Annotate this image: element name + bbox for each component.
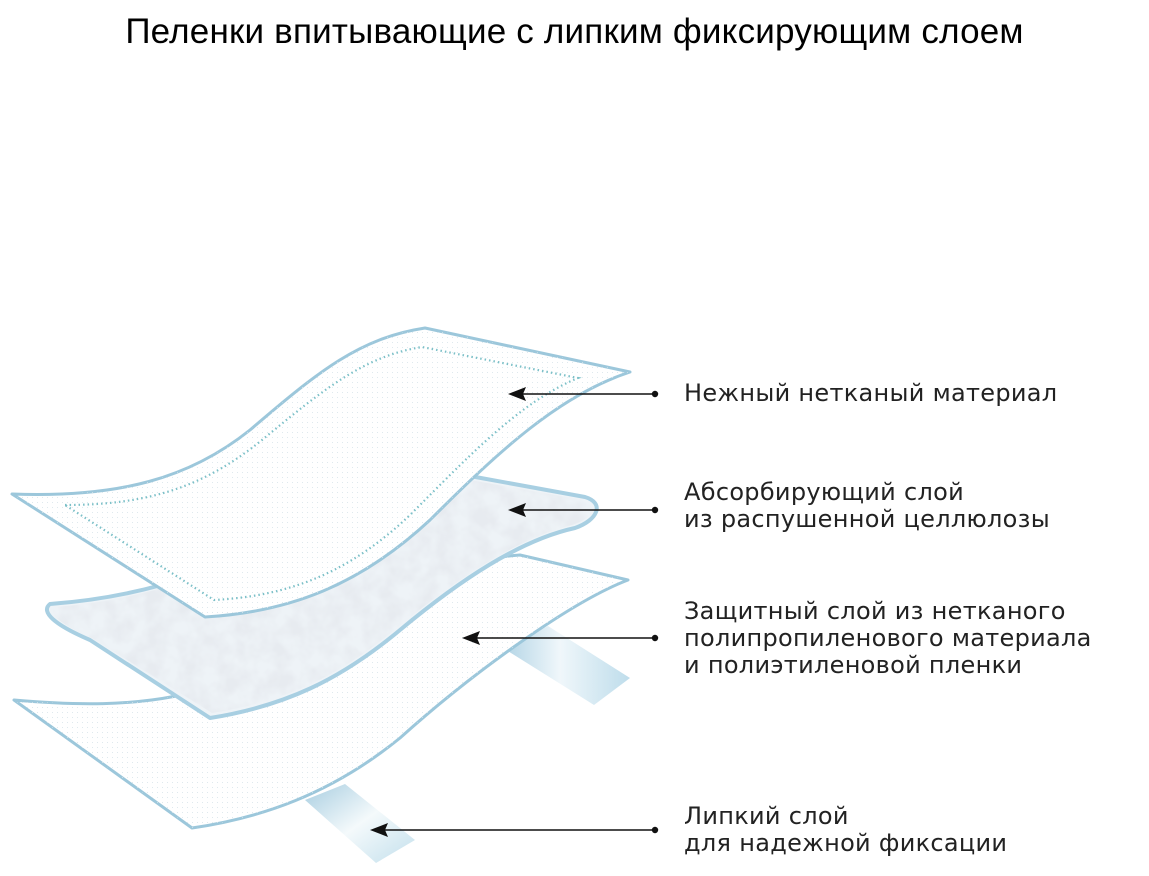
arrow-dot-absorbent	[651, 506, 659, 514]
adhesive-strip-lower	[305, 784, 415, 863]
arrow-dot-nonwoven	[651, 390, 659, 398]
label-line: полипропиленового материала	[684, 624, 1092, 652]
label-line: Липкий слой	[684, 802, 849, 830]
callout-arrows	[370, 387, 659, 837]
diagram-title: Пеленки впитывающие с липким фиксирующим…	[125, 12, 1024, 51]
arrow-head-absorbent	[508, 503, 526, 517]
label-nonwoven-material: Нежный нетканый материал	[684, 380, 1057, 407]
arrow-head-adhesive	[370, 823, 388, 837]
adhesive-strip-upper	[503, 626, 630, 705]
label-line: Нежный нетканый материал	[684, 379, 1058, 407]
arrow-head-protective	[462, 631, 480, 645]
label-absorbent-layer: Абсорбирующий слой из распушенной целлюл…	[684, 479, 1050, 533]
top-nonwoven-layer	[10, 326, 632, 619]
label-line: Защитный слой из нетканого	[684, 597, 1066, 625]
label-adhesive-layer: Липкий слой для надежной фиксации	[684, 803, 1007, 857]
arrow-head-nonwoven	[508, 387, 526, 401]
label-line: Абсорбирующий слой	[684, 478, 965, 506]
label-line: из распушенной целлюлозы	[684, 505, 1050, 533]
arrow-dot-adhesive	[651, 826, 659, 834]
label-line: для надежной фиксации	[684, 829, 1008, 857]
label-line: и полиэтиленовой пленки	[684, 651, 1023, 679]
label-protective-layer: Защитный слой из нетканого полипропилено…	[684, 598, 1092, 679]
arrow-dot-protective	[651, 634, 659, 642]
